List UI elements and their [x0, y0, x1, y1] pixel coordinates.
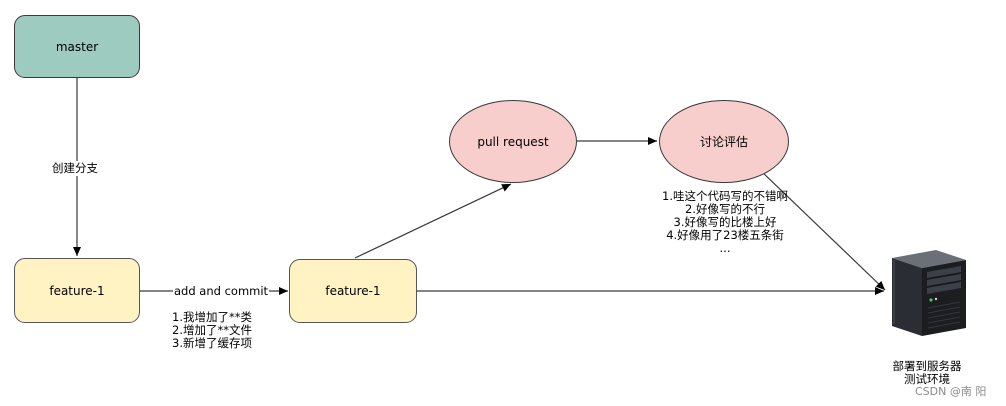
feature-node-mid: feature-1: [289, 259, 417, 323]
commit-note-1: 1.我增加了**类: [172, 310, 252, 324]
server-caption: 部署到服务器 测试环境: [872, 360, 982, 386]
discussion-node: 讨论评估: [659, 100, 789, 183]
server-caption-line2: 测试环境: [904, 372, 950, 386]
discussion-note-5: ...: [719, 241, 731, 255]
discussion-note-3: 3.好像写的比楼上好: [673, 215, 777, 229]
create-branch-label: 创建分支: [52, 161, 98, 176]
master-node: master: [14, 15, 140, 78]
add-commit-label: add and commit: [173, 284, 270, 299]
feature-mid-label: feature-1: [325, 284, 381, 298]
csdn-watermark: CSDN @南 阳: [915, 385, 987, 398]
edge-feature-to-pull-request: [354, 183, 512, 259]
feature-node-left: feature-1: [14, 258, 140, 323]
server-tower-icon: [892, 250, 966, 336]
pull-request-node: pull request: [449, 100, 577, 183]
discussion-note-2: 2.好像写的不行: [685, 202, 765, 216]
pull-request-label: pull request: [477, 134, 549, 149]
discussion-note-4: 4.好像用了23楼五条街: [666, 228, 784, 242]
commit-notes: 1.我增加了**类 2.增加了**文件 3.新增了缓存项: [172, 311, 252, 350]
feature-left-label: feature-1: [49, 283, 105, 298]
discussion-label: 讨论评估: [699, 135, 748, 149]
edge-discussion-to-server: [759, 169, 886, 291]
discussion-notes: 1.哇这个代码写的不错啊 2.好像写的不行 3.好像写的比楼上好 4.好像用了2…: [638, 190, 812, 255]
commit-note-2: 2.增加了**文件: [172, 323, 252, 337]
commit-note-3: 3.新增了缓存项: [172, 336, 252, 350]
master-label: master: [55, 39, 99, 54]
server-caption-line1: 部署到服务器: [892, 359, 962, 373]
discussion-note-1: 1.哇这个代码写的不错啊: [662, 189, 788, 203]
